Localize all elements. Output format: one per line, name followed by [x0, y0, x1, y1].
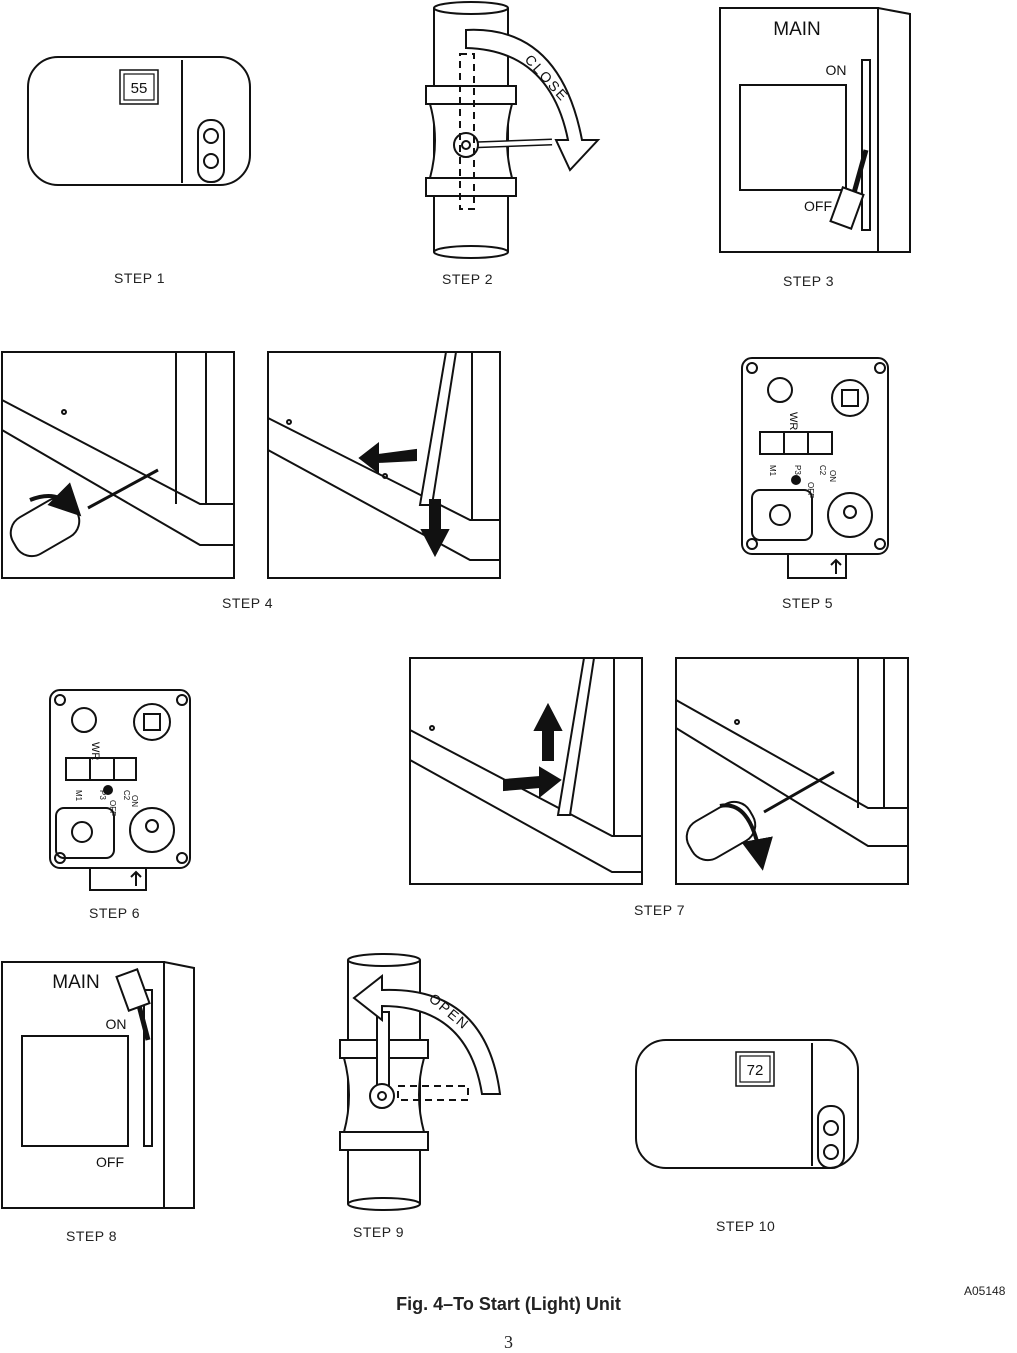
gas-valve-illustration-step2	[425, 1, 601, 259]
switch-off-label-step3: OFF	[804, 198, 832, 214]
step-label-9: STEP 9	[353, 1224, 404, 1240]
switch-on-label-step3: ON	[826, 62, 847, 78]
step-label-2: STEP 2	[442, 271, 493, 287]
gas-control-illustration-step5	[741, 357, 889, 579]
valve-marking-step6: M1	[74, 790, 83, 802]
thermostat-display-step1: 55	[131, 80, 148, 97]
valve-marking-step5: OFF	[806, 482, 815, 498]
door-remove-illustration-step4b	[267, 351, 501, 579]
valve-marking-step6: OFF	[108, 800, 117, 816]
switch-title-step3: MAIN	[773, 19, 821, 40]
door-screw-illustration-step4a	[1, 351, 235, 579]
step-label-3: STEP 3	[783, 273, 834, 289]
valve-marking-step5: ON	[828, 470, 837, 482]
valve-marking-step5: WR	[787, 412, 799, 430]
switch-on-label-step8: ON	[106, 1016, 127, 1032]
page-number: 3	[504, 1332, 513, 1352]
step-label-6: STEP 6	[89, 905, 140, 921]
thermostat-illustration-step1	[27, 56, 251, 186]
step-label-1: STEP 1	[114, 270, 165, 286]
figure-id: A05148	[964, 1284, 1006, 1298]
figure-caption: Fig. 4–To Start (Light) Unit	[396, 1294, 621, 1314]
step-label-10: STEP 10	[716, 1218, 776, 1234]
gas-valve-illustration-step9	[339, 953, 502, 1211]
valve-marking-step5: C2	[818, 465, 827, 476]
valve-marking-step5: P3	[793, 465, 802, 475]
thermostat-illustration-step10	[635, 1039, 859, 1169]
gas-control-illustration-step6	[49, 689, 191, 891]
step-label-8: STEP 8	[66, 1228, 117, 1244]
door-replace-illustration-step7a	[409, 657, 643, 885]
switch-off-label-step8: OFF	[96, 1154, 124, 1170]
valve-marking-step6: WR	[89, 742, 101, 760]
valve-marking-step5: M1	[768, 465, 777, 477]
step-label-4: STEP 4	[222, 595, 273, 611]
valve-marking-step6: ON	[130, 795, 139, 807]
step-label-7: STEP 7	[634, 902, 685, 918]
valve-marking-step6: P3	[98, 790, 107, 800]
thermostat-display-step10: 72	[747, 1062, 764, 1079]
switch-title-step8: MAIN	[52, 972, 100, 993]
step-label-5: STEP 5	[782, 595, 833, 611]
valve-marking-step6: C2	[122, 790, 131, 801]
main-switch-illustration-step3	[719, 7, 911, 253]
door-screw-illustration-step7b	[675, 657, 909, 885]
main-switch-illustration-step8	[1, 961, 195, 1209]
